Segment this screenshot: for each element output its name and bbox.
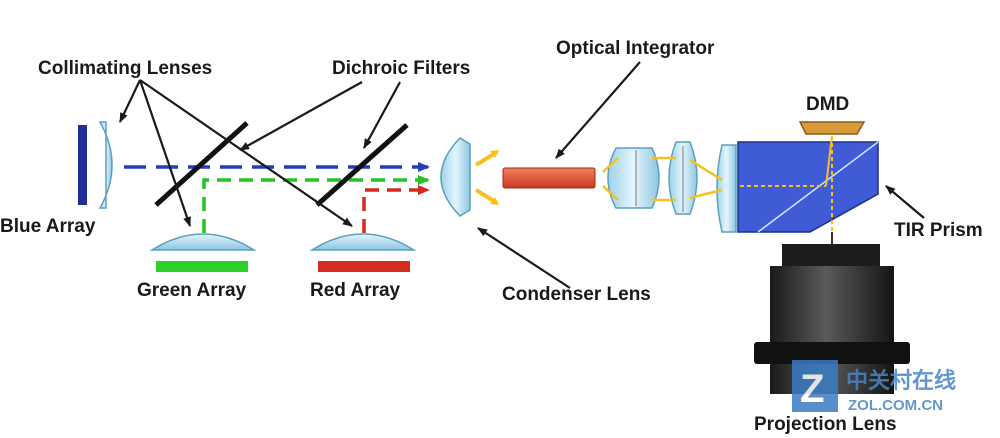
- label-optical-integrator: Optical Integrator: [556, 38, 715, 59]
- condenser-arrowhead-down: [490, 197, 499, 205]
- leader-lines: [119, 61, 925, 289]
- dichroic-filter-2: [315, 123, 409, 207]
- red-beam: [362, 185, 430, 233]
- blue-array: [78, 125, 87, 205]
- collimating-lens-green: [149, 233, 257, 251]
- condenser-arrowhead-up: [490, 150, 499, 158]
- dmd-chip: [798, 121, 866, 135]
- relay-lens-group: [602, 141, 737, 233]
- green-array: [156, 261, 248, 272]
- label-tir-prism: TIR Prism: [894, 220, 983, 241]
- tir-prism: [737, 135, 879, 233]
- label-condenser-lens: Condenser Lens: [502, 284, 651, 305]
- label-dichroic-filters: Dichroic Filters: [332, 58, 470, 79]
- label-dmd: DMD: [806, 94, 849, 115]
- collimating-lens-red: [309, 233, 417, 251]
- label-blue-array: Blue Array: [0, 216, 96, 237]
- dichroic-filter-1: [154, 121, 249, 207]
- optical-integrator: [502, 167, 596, 189]
- green-beam: [202, 175, 430, 233]
- label-red-array: Red Array: [310, 280, 401, 301]
- watermark-logo: [792, 360, 838, 412]
- watermark: Z 中关村在线 ZOL.COM.CN: [792, 360, 956, 414]
- label-collimating-lenses: Collimating Lenses: [38, 58, 212, 79]
- label-green-array: Green Array: [137, 280, 247, 301]
- watermark-site-cn: 中关村在线: [846, 368, 956, 394]
- collimating-lens-blue: [98, 121, 113, 209]
- watermark-logo-letter: Z: [800, 367, 824, 411]
- red-array: [318, 261, 410, 272]
- condenser-lens: [440, 137, 471, 217]
- watermark-site-en: ZOL.COM.CN: [848, 397, 943, 414]
- label-projection-lens: Projection Lens: [754, 414, 897, 435]
